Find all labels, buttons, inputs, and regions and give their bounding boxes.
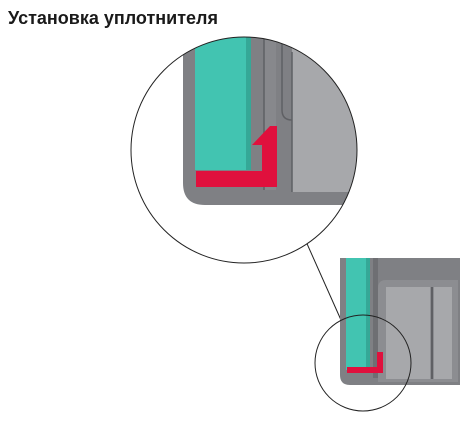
page-title: Установка уплотнителя [8,8,218,28]
frame-insert-small [434,287,452,379]
frame-channel [373,258,378,378]
magnified-glass-edge [246,37,251,170]
magnifier-circle [130,36,358,264]
magnifier [130,36,358,264]
magnified-glass-pane [195,37,251,170]
glass-edge [366,258,370,370]
magnified-seal-profile [196,126,277,187]
frame-insert-large [386,287,430,379]
seal-profile [347,352,383,373]
focus-circle [314,314,412,412]
magnified-frame-insert [290,37,357,192]
frame-profile-overview [314,258,460,412]
